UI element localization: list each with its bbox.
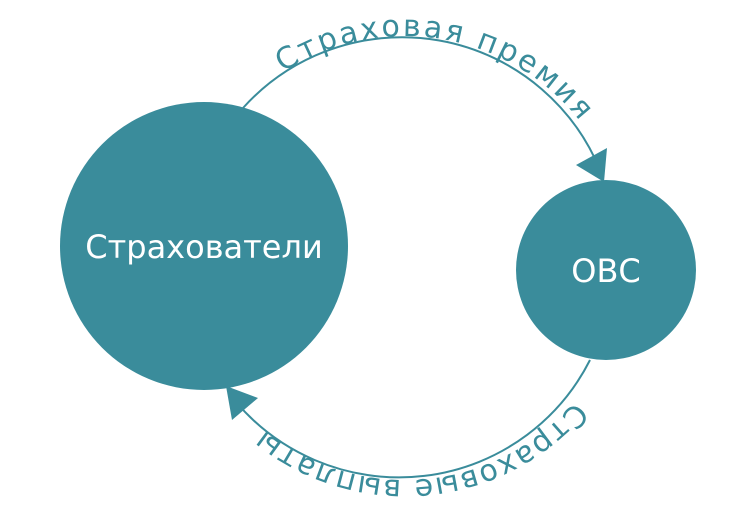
premium-arrowhead-icon [576,148,607,182]
node-insured: Страхователи [60,102,348,390]
premium-label: Страховая премия [269,9,600,126]
node-ovs: ОВС [516,180,696,360]
payouts-label: Страховые выплаты [248,396,594,507]
premium-arrow-line [242,36,601,171]
payouts-arrowhead-icon [226,386,258,420]
payouts-arrow-line [235,359,591,479]
node-ovs-label: ОВС [571,252,640,290]
node-insured-label: Страхователи [85,228,322,266]
